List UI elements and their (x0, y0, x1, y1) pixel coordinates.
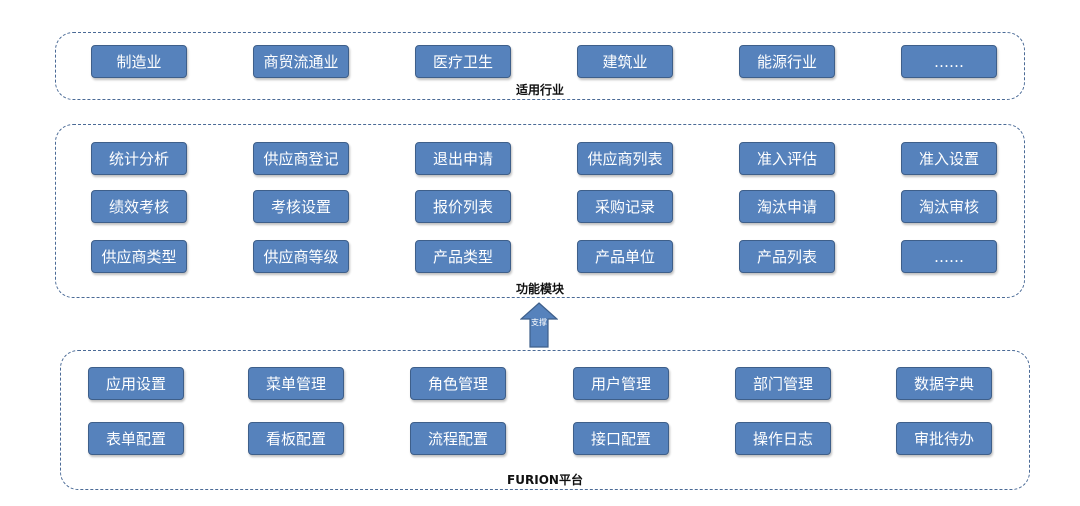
module-item: 准入设置 (901, 142, 997, 175)
industry-item: …… (901, 45, 997, 78)
platform-group (60, 350, 1030, 490)
module-item: 产品类型 (415, 240, 511, 273)
platform-item: 角色管理 (410, 367, 506, 400)
platform-item: 审批待办 (896, 422, 992, 455)
support-label: 支撑 (531, 318, 547, 327)
platform-item: 表单配置 (88, 422, 184, 455)
industry-item: 能源行业 (739, 45, 835, 78)
modules-title: 功能模块 (515, 282, 564, 296)
module-item: 产品列表 (739, 240, 835, 273)
module-item: 淘汰申请 (739, 190, 835, 223)
platform-item: 接口配置 (573, 422, 669, 455)
module-item: 考核设置 (253, 190, 349, 223)
module-item: …… (901, 240, 997, 273)
industry-item: 制造业 (91, 45, 187, 78)
module-item: 退出申请 (415, 142, 511, 175)
platform-item: 部门管理 (735, 367, 831, 400)
module-item: 绩效考核 (91, 190, 187, 223)
module-item: 淘汰审核 (901, 190, 997, 223)
industries-group (55, 32, 1025, 100)
module-item: 供应商列表 (577, 142, 673, 175)
industries-title: 适用行业 (515, 83, 564, 97)
platform-item: 操作日志 (735, 422, 831, 455)
module-item: 统计分析 (91, 142, 187, 175)
platform-item: 看板配置 (248, 422, 344, 455)
platform-item: 应用设置 (88, 367, 184, 400)
platform-item: 数据字典 (896, 367, 992, 400)
industry-item: 商贸流通业 (253, 45, 349, 78)
module-item: 产品单位 (577, 240, 673, 273)
module-item: 采购记录 (577, 190, 673, 223)
industry-item: 医疗卫生 (415, 45, 511, 78)
platform-item: 用户管理 (573, 367, 669, 400)
modules-group (55, 124, 1025, 298)
platform-item: 流程配置 (410, 422, 506, 455)
platform-title: FURION平台 (507, 473, 583, 487)
up-arrow-icon (520, 302, 558, 348)
module-item: 供应商类型 (91, 240, 187, 273)
industry-item: 建筑业 (577, 45, 673, 78)
module-item: 准入评估 (739, 142, 835, 175)
module-item: 供应商等级 (253, 240, 349, 273)
platform-item: 菜单管理 (248, 367, 344, 400)
module-item: 报价列表 (415, 190, 511, 223)
module-item: 供应商登记 (253, 142, 349, 175)
